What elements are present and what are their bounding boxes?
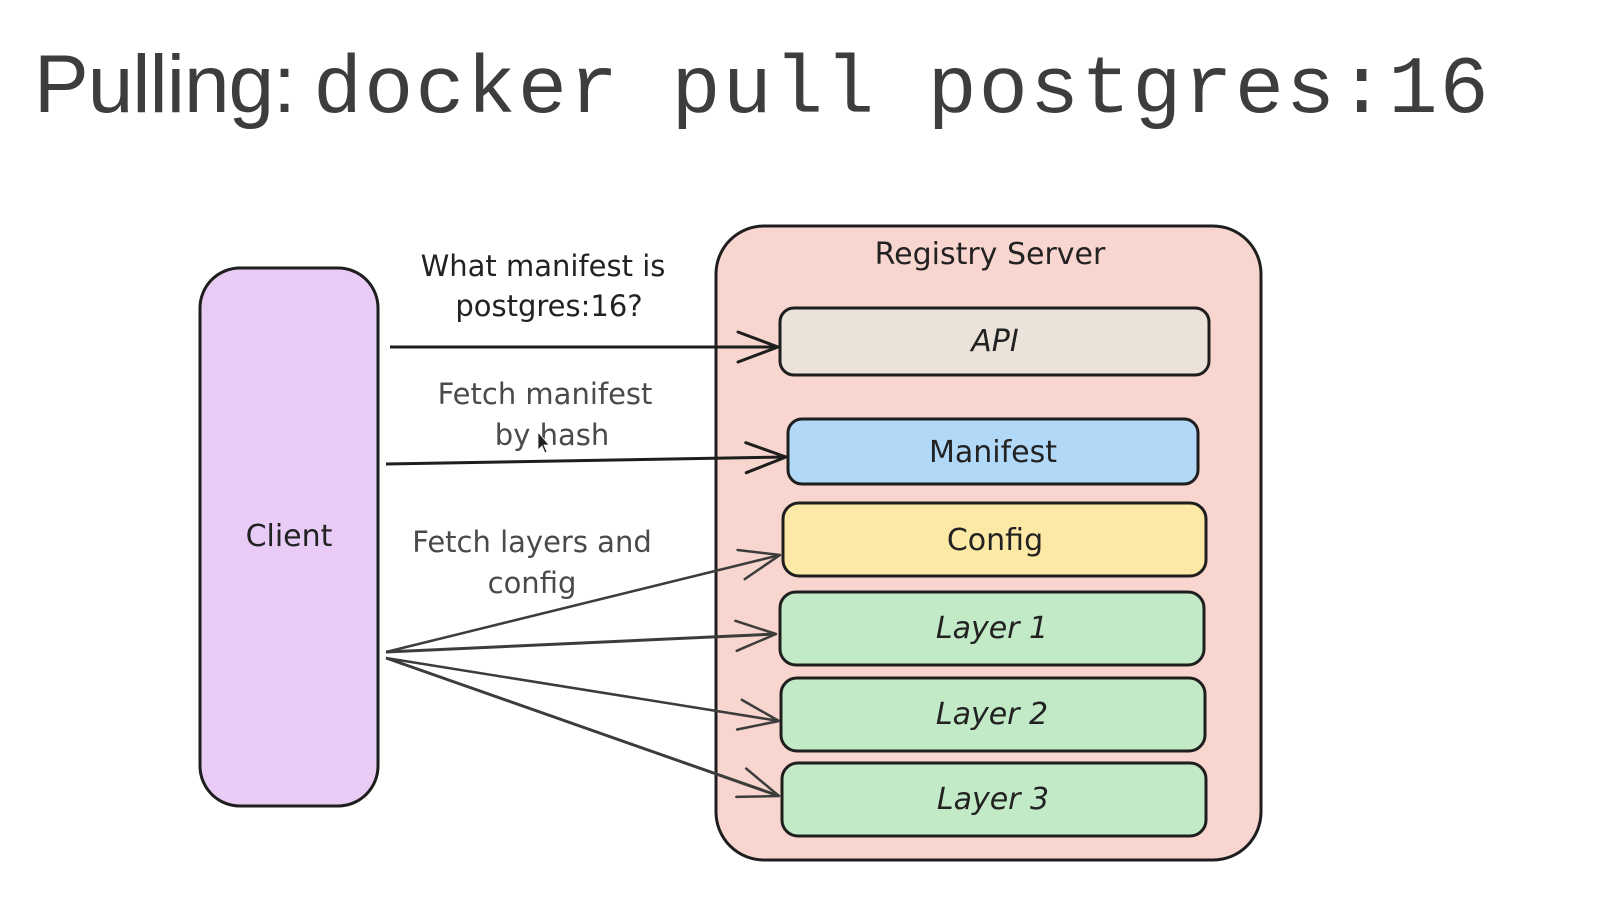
arrow-1-label-line-1: What manifest is [421,249,666,283]
arrow-2-line [385,441,788,475]
registry-server-node: Registry Server API Manifest Config Laye… [714,224,1263,862]
arrow-3-label-line-1: Fetch layers and [412,525,652,559]
title-prefix: Pulling: [34,39,296,130]
arrow-2-label-line-2: by hash [495,418,609,452]
layer-2-label: Layer 2 [936,697,1048,732]
arrow-3-to-layer-2 [385,656,781,731]
title-command: docker pull postgres:16 [312,44,1491,137]
manifest-box [786,417,1200,486]
client-label: Client [246,519,333,554]
arrow-3-to-config [385,548,782,654]
arrow-fetch-manifest: Fetch manifest by hash [385,377,788,475]
component-api: API [778,306,1211,377]
arrow-3-to-layer-1 [385,619,778,654]
registry-label: Registry Server [875,237,1106,272]
arrow-get-manifest-tag: What manifest is postgres:16? [390,249,780,364]
component-layer-2: Layer 2 [779,676,1207,753]
component-layer-1: Layer 1 [778,590,1206,667]
api-label: API [969,324,1019,359]
layer-1-box [778,590,1206,667]
mouse-cursor-icon [537,430,550,454]
layer-1-label: Layer 1 [936,611,1048,646]
config-box [781,501,1208,578]
layer-3-label: Layer 3 [937,782,1049,817]
client-node: Client [198,266,380,808]
component-config: Config [781,501,1208,578]
api-box [778,306,1211,377]
layer-2-box [779,676,1207,753]
component-manifest: Manifest [786,417,1200,486]
client-box [198,266,380,808]
manifest-label: Manifest [929,435,1057,470]
arrow-1-label-line-2: postgres:16? [455,289,642,323]
arrow-fetch-layers: Fetch layers and config [385,525,782,799]
arrow-2-label-line-1: Fetch manifest [438,377,653,411]
arrow-3-label-line-2: config [488,566,577,600]
page-title: Pulling:docker pull postgres:16 [34,44,1491,132]
component-layer-3: Layer 3 [780,761,1208,838]
config-label: Config [947,523,1043,558]
layer-3-box [780,761,1208,838]
arrow-3-to-layer-3 [385,656,781,799]
